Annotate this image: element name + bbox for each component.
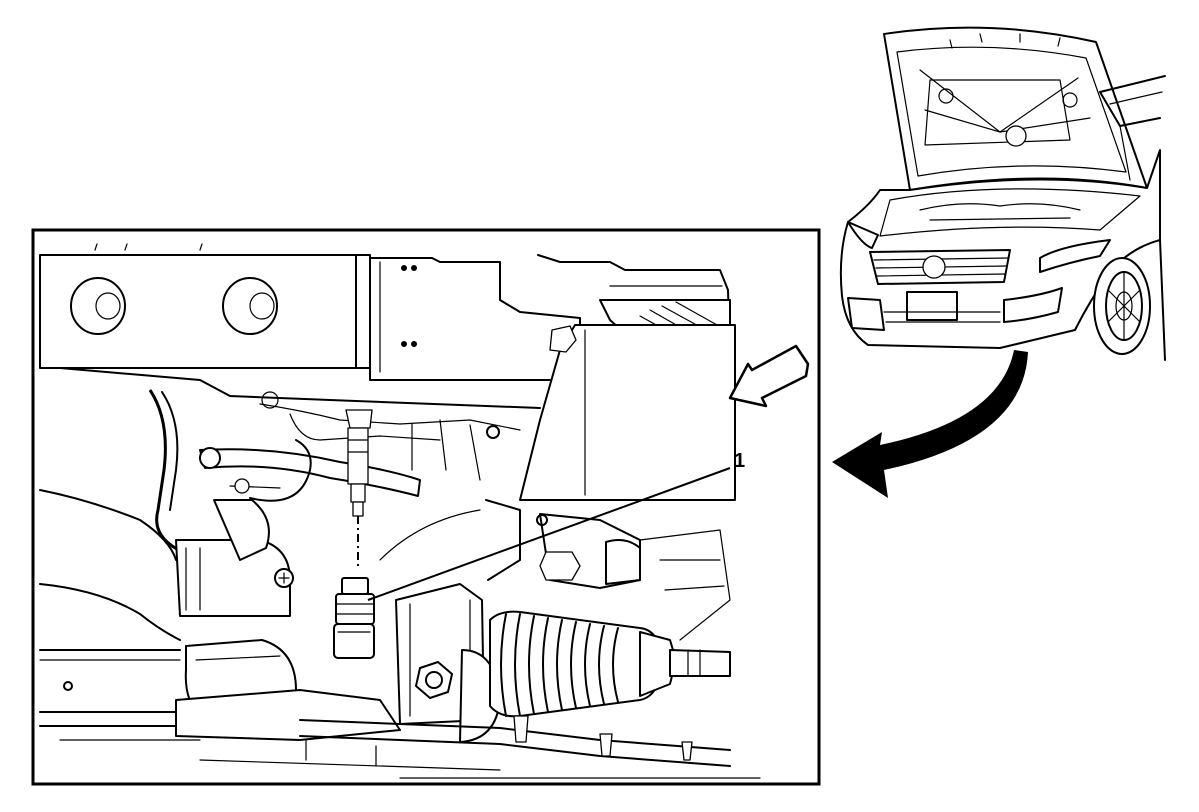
subframe-hole-left — [70, 277, 126, 335]
sensor-part — [333, 577, 375, 659]
callout-1-label: 1 — [734, 450, 745, 472]
license-plate — [906, 291, 958, 321]
mount-nut — [415, 661, 453, 699]
callout-1-leader-line — [367, 467, 731, 601]
vehicle-overview-illustration — [839, 26, 1166, 361]
detail-view-illustration — [39, 243, 761, 779]
view-direction-arrow — [728, 344, 810, 408]
steering-rack-boot — [489, 610, 731, 718]
curved-pointer-arrow — [832, 350, 1028, 498]
